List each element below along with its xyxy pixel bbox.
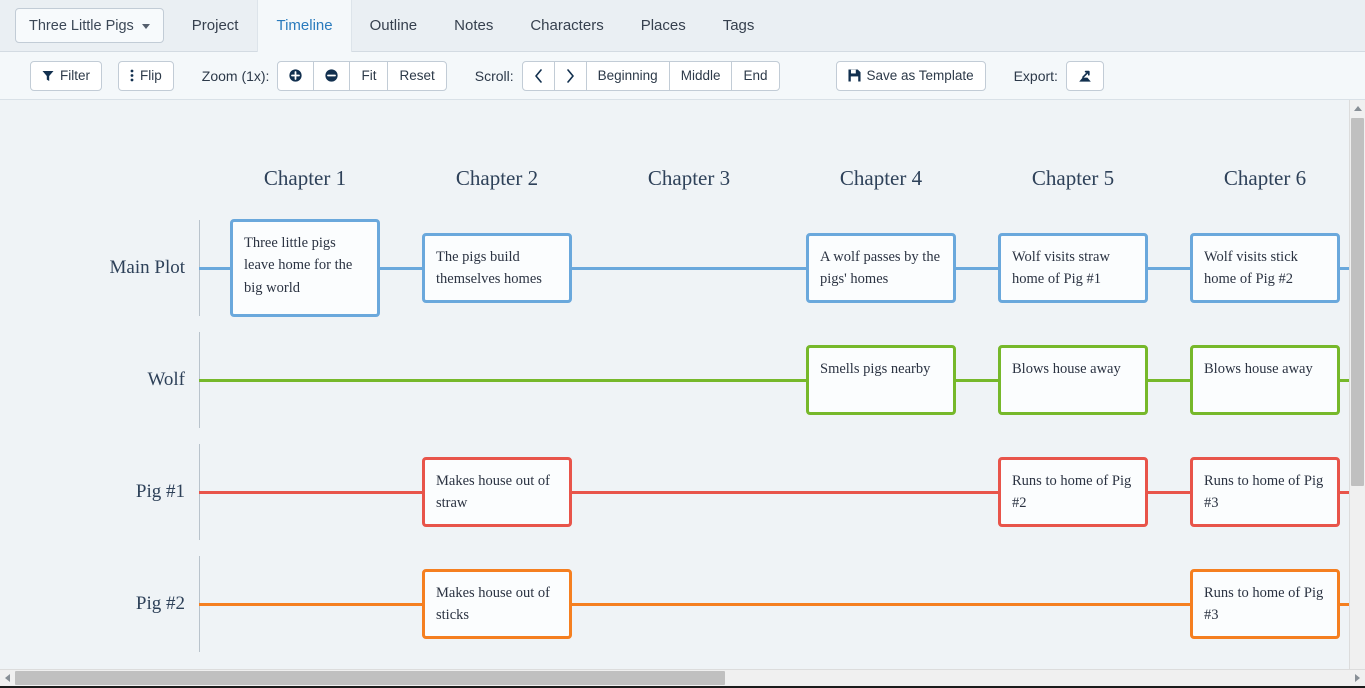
- tab-timeline[interactable]: Timeline: [257, 0, 352, 52]
- save-as-template-label: Save as Template: [866, 67, 974, 83]
- flip-label: Flip: [140, 67, 162, 83]
- timeline-row-label[interactable]: Pig #2: [135, 593, 185, 614]
- zoom-fit-button[interactable]: Fit: [349, 60, 389, 91]
- filter-button[interactable]: Filter: [30, 60, 102, 91]
- tab-project[interactable]: Project: [174, 0, 258, 52]
- zoom-in-button[interactable]: [277, 60, 315, 91]
- timeline-event-card[interactable]: Wolf visits straw home of Pig #1: [998, 233, 1148, 303]
- tab-label: Characters: [530, 17, 604, 34]
- scroll-prev-button[interactable]: [521, 60, 555, 91]
- chapter-header[interactable]: Chapter 2: [455, 166, 539, 190]
- scroll-label: Scroll:: [474, 67, 514, 84]
- scroll-middle-button[interactable]: Middle: [668, 60, 733, 91]
- timeline-row: Pig #1 Makes house out of straw Runs to ho…: [0, 436, 1349, 548]
- timeline-row-label[interactable]: Pig #1: [135, 481, 185, 502]
- scroll-end-button[interactable]: End: [731, 60, 780, 91]
- vertical-scrollbar[interactable]: [1349, 100, 1365, 688]
- scroll-beginning-label: Beginning: [597, 67, 658, 83]
- triangle-left-icon: [5, 674, 10, 682]
- chapter-header-row: Chapter 1 Chapter 2 Chapter 3 Chapter 4 Chap…: [0, 100, 1349, 210]
- timeline-toolbar: Filter Flip Zoom (1x):: [0, 52, 1365, 100]
- triangle-up-icon: [1353, 106, 1362, 111]
- funnel-icon: [42, 70, 54, 82]
- window-bottom-edge: [0, 686, 1365, 688]
- zoom-out-button[interactable]: [313, 60, 351, 91]
- scroll-up-arrow[interactable]: [1350, 100, 1365, 117]
- timeline-row: Pig #2 Makes house out of sticks Runs to h…: [0, 548, 1349, 660]
- tab-label: Notes: [454, 17, 494, 34]
- scroll-middle-label: Middle: [680, 67, 721, 83]
- tab-label: Timeline: [276, 17, 333, 34]
- timeline-event-card[interactable]: Runs to home of Pig #3: [1190, 569, 1340, 639]
- scroll-end-label: End: [743, 67, 768, 83]
- timeline-row: Main Plot Three little pigs leave home fo…: [0, 212, 1349, 324]
- scroll-beginning-button[interactable]: Beginning: [585, 60, 670, 91]
- main-tabs: Project Timeline Outline Notes Characters Pla…: [174, 0, 774, 52]
- chevron-left-icon: [534, 68, 543, 83]
- export-label: Export:: [1013, 67, 1058, 84]
- timeline-event-card[interactable]: Runs to home of Pig #2: [998, 457, 1148, 527]
- tab-tags[interactable]: Tags: [705, 0, 774, 52]
- tab-label: Project: [191, 17, 239, 34]
- timeline-track-line: [199, 490, 1349, 494]
- triangle-right-icon: [1355, 674, 1360, 682]
- timeline-canvas-wrapper: Chapter 1 Chapter 2 Chapter 3 Chapter 4 Chap…: [0, 100, 1365, 688]
- zoom-reset-label: Reset: [399, 67, 435, 83]
- tab-characters[interactable]: Characters: [512, 0, 622, 52]
- tab-label: Outline: [369, 17, 418, 34]
- chevron-down-icon: [141, 24, 150, 29]
- timeline-row-label[interactable]: Main Plot: [109, 257, 185, 278]
- timeline-event-card[interactable]: Runs to home of Pig #3: [1190, 457, 1340, 527]
- chapter-header[interactable]: Chapter 4: [839, 166, 923, 190]
- scroll-button-group: Beginning Middle End: [521, 60, 780, 91]
- zoom-in-circle-icon: [289, 69, 303, 82]
- timeline-event-card[interactable]: Three little pigs leave home for the big…: [230, 219, 380, 317]
- timeline-event-card[interactable]: The pigs build themselves homes: [422, 233, 572, 303]
- save-as-template-button[interactable]: Save as Template: [835, 60, 986, 91]
- tab-notes[interactable]: Notes: [436, 0, 512, 52]
- timeline-event-card[interactable]: Smells pigs nearby: [806, 345, 956, 415]
- timeline-row-label[interactable]: Wolf: [147, 369, 185, 390]
- scroll-right-arrow[interactable]: [1350, 670, 1365, 686]
- timeline-track-line: [199, 266, 1349, 270]
- timeline-track-line: [199, 602, 1349, 606]
- vertical-scrollbar-thumb[interactable]: [1351, 118, 1364, 486]
- scroll-left-arrow[interactable]: [0, 670, 15, 686]
- timeline-canvas[interactable]: Chapter 1 Chapter 2 Chapter 3 Chapter 4 Chap…: [0, 100, 1349, 666]
- floppy-disk-icon: [847, 69, 861, 82]
- vertical-dots-icon: [130, 69, 134, 82]
- tab-label: Places: [640, 17, 686, 34]
- timeline-event-card[interactable]: Blows house away: [1190, 345, 1340, 415]
- zoom-fit-label: Fit: [361, 67, 377, 83]
- tab-label: Tags: [722, 17, 755, 34]
- horizontal-scrollbar-thumb[interactable]: [15, 671, 725, 685]
- zoom-out-circle-icon: [325, 69, 339, 82]
- chapter-header[interactable]: Chapter 3: [647, 166, 731, 190]
- timeline-event-card[interactable]: Wolf visits stick home of Pig #2: [1190, 233, 1340, 303]
- timeline-row: Wolf Smells pigs nearby Blows house away Bl…: [0, 324, 1349, 436]
- chapter-header[interactable]: Chapter 6: [1223, 166, 1307, 190]
- horizontal-scrollbar[interactable]: [0, 669, 1365, 686]
- flip-button[interactable]: Flip: [118, 60, 174, 91]
- tab-bar: Three Little Pigs Project Timeline Outline…: [0, 0, 1365, 52]
- chapter-header[interactable]: Chapter 5: [1031, 166, 1115, 190]
- export-button[interactable]: [1065, 60, 1104, 91]
- zoom-reset-button[interactable]: Reset: [387, 60, 447, 91]
- project-selector-button[interactable]: Three Little Pigs: [15, 8, 164, 43]
- export-upload-icon: [1078, 69, 1092, 83]
- chapter-header[interactable]: Chapter 1: [263, 166, 347, 190]
- timeline-event-card[interactable]: Blows house away: [998, 345, 1148, 415]
- zoom-button-group: Fit Reset: [277, 60, 447, 91]
- timeline-event-card[interactable]: Makes house out of sticks: [422, 569, 572, 639]
- scroll-next-button[interactable]: [553, 60, 587, 91]
- timeline-event-card[interactable]: Makes house out of straw: [422, 457, 572, 527]
- tab-places[interactable]: Places: [623, 0, 705, 52]
- timeline-event-card[interactable]: A wolf passes by the pigs' homes: [806, 233, 956, 303]
- tab-outline[interactable]: Outline: [352, 0, 437, 52]
- timeline-track-line: [199, 378, 1349, 382]
- project-selector-label: Three Little Pigs: [29, 17, 134, 34]
- filter-label: Filter: [60, 67, 90, 83]
- chevron-right-icon: [566, 68, 575, 83]
- zoom-label: Zoom (1x):: [201, 67, 270, 84]
